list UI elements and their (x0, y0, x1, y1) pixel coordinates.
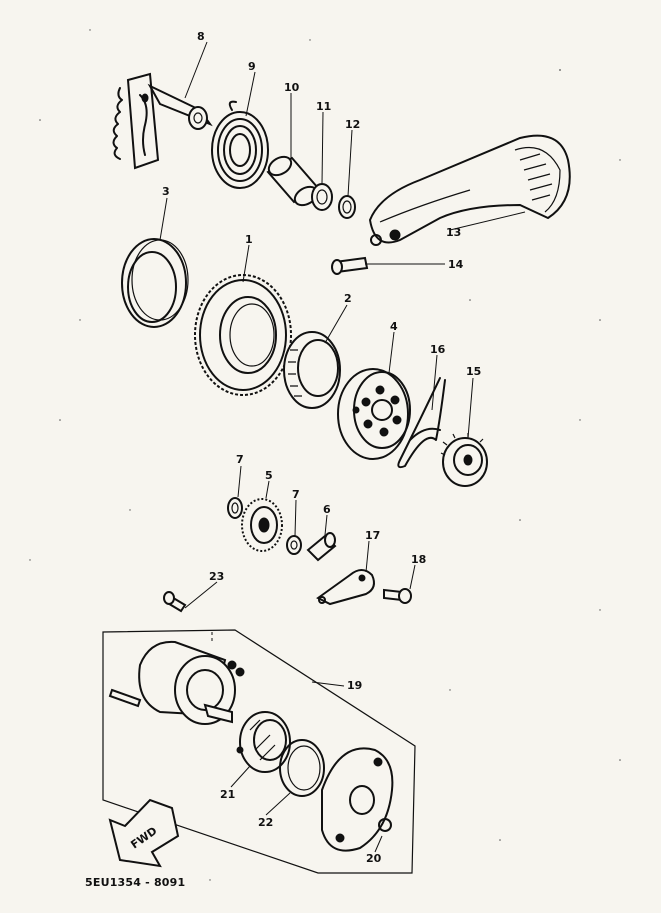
callout-15: 13 (446, 226, 461, 239)
callout-13: 11 (316, 100, 331, 113)
callout-4: 4 (390, 320, 398, 333)
part-kick-shaft-gear (112, 72, 213, 170)
part-bolt-16 (331, 256, 369, 275)
callout-23: 23 (209, 570, 224, 583)
part-stopper-plate (316, 569, 375, 606)
callout-17: 15 (466, 365, 481, 378)
part-washer-13 (311, 183, 333, 211)
callout-1: 1 (245, 233, 253, 246)
callout-8: 17 (365, 529, 380, 542)
part-torsion-spring (211, 100, 269, 189)
callout-12: 10 (284, 81, 300, 94)
callout-3: 3 (162, 185, 170, 198)
part-clip-14 (338, 195, 356, 219)
callout-16: 14 (448, 258, 464, 271)
part-bolt-23 (163, 591, 187, 613)
part-gasket-21 (236, 711, 291, 773)
part-oil-seal (121, 238, 189, 328)
part-needle-bearing (283, 331, 341, 409)
callout-numbers: 8 9 10 11 12 13 14 3 1 2 4 16 15 7 5 7 6… (162, 30, 481, 865)
fwd-arrow: FWD (108, 798, 180, 868)
catalog-code: 5EU1354 - 8091 (85, 876, 186, 889)
callout-7-right: 7 (292, 488, 300, 501)
part-starter-motor (108, 640, 245, 725)
part-starter-cover (321, 747, 394, 852)
callout-20: 20 (366, 852, 382, 865)
callout-18: 16 (430, 343, 446, 356)
callout-14: 12 (345, 118, 360, 131)
callout-11: 9 (248, 60, 256, 73)
part-kick-crank (368, 134, 571, 246)
part-screw-9 (383, 588, 412, 604)
starter-assembly-outline (102, 629, 416, 874)
callout-19: 19 (347, 679, 362, 692)
part-starter-wheel-gear (194, 274, 292, 396)
callout-6: 6 (323, 503, 331, 516)
callout-5: 5 (265, 469, 273, 482)
part-collar (266, 155, 320, 207)
callout-10: 8 (197, 30, 205, 43)
callout-21: 21 (220, 788, 235, 801)
callout-9: 18 (411, 553, 426, 566)
part-idle-gear (241, 498, 283, 552)
part-o-ring-22 (279, 739, 325, 797)
part-idle-shaft (306, 532, 337, 562)
callout-22: 22 (258, 816, 273, 829)
part-washer-7-left (227, 497, 243, 519)
leader-lines (159, 41, 526, 853)
callout-2: 2 (344, 292, 352, 305)
part-wire-clip (397, 377, 446, 469)
part-one-way-clutch (337, 368, 411, 460)
part-drive-gear (440, 433, 488, 487)
print-speckles (29, 29, 621, 881)
callout-7-left: 7 (236, 453, 244, 466)
part-washer-7-right (286, 535, 302, 555)
